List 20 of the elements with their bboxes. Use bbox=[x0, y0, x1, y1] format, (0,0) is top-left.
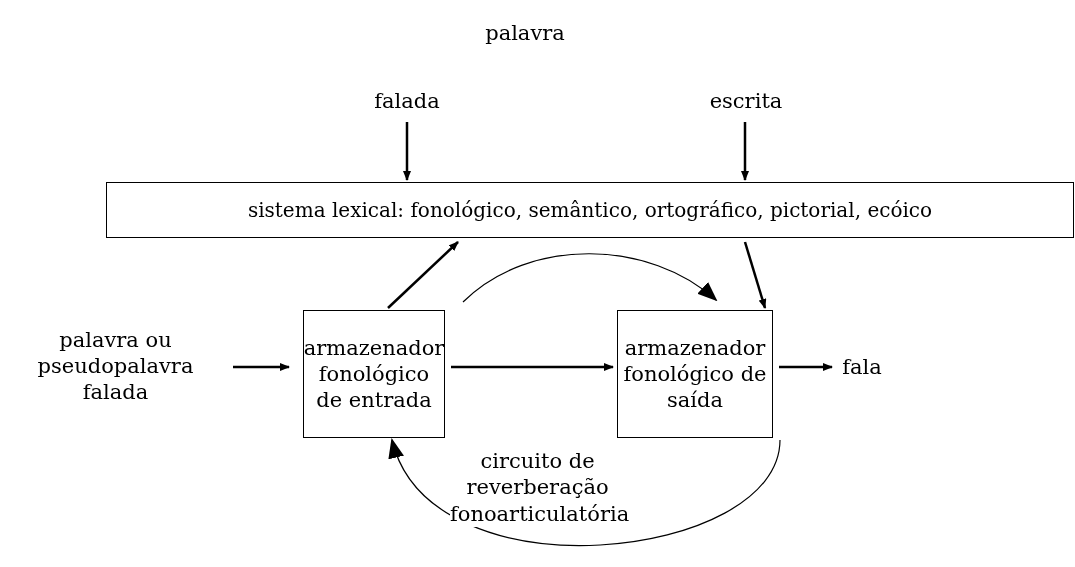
arrow bbox=[741, 122, 749, 181]
node-label: sistema lexical: fonológico, semântico, ortográfico, pictorial, ecóico bbox=[247, 197, 933, 223]
arrow bbox=[233, 363, 290, 371]
process-box bbox=[617, 310, 773, 438]
arrow bbox=[451, 363, 614, 371]
arrow bbox=[779, 363, 833, 371]
node-label: fala bbox=[834, 350, 890, 384]
process-box bbox=[303, 310, 445, 438]
arrow bbox=[403, 122, 411, 181]
node-label: falada bbox=[360, 84, 454, 118]
heading-label: palavra bbox=[484, 20, 566, 47]
arrow bbox=[391, 438, 781, 546]
process-box bbox=[106, 182, 1074, 238]
arrow bbox=[743, 241, 767, 309]
arrow bbox=[462, 253, 718, 303]
node-label: armazenador fonológico de entrada bbox=[303, 334, 445, 414]
node-label: armazenador fonológico de saída bbox=[622, 334, 768, 414]
node-label: escrita bbox=[700, 84, 792, 118]
node-label: palavra ou pseudopalavra falada bbox=[8, 318, 223, 414]
arrow bbox=[387, 241, 459, 309]
